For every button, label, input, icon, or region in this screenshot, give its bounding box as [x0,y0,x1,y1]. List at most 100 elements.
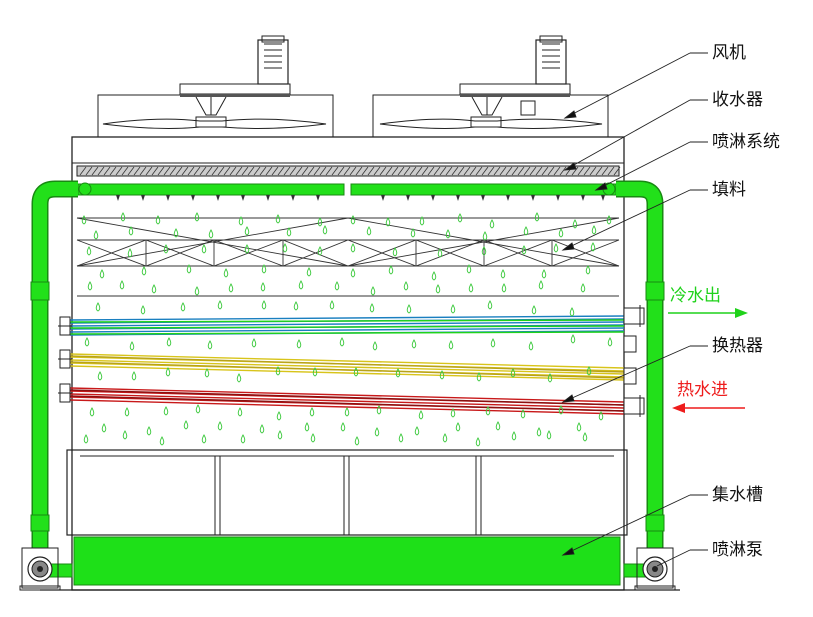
water-drop [204,368,210,378]
water-drop [304,422,310,432]
water-drop [166,337,172,347]
water-drop [590,242,596,252]
water-drop [414,426,420,436]
water-drop [296,339,302,349]
water-drop [521,245,527,255]
water-drop [354,436,360,446]
water-drop [97,371,103,381]
water-drop [457,213,463,223]
heat-exchanger-coils [69,315,625,415]
water-drop [466,264,472,274]
label-hot-water-in: 热水进 [677,380,728,400]
water-drop [309,407,315,417]
drift-eliminator [76,165,620,177]
spray-pump-left [19,547,61,591]
water-drop [240,434,246,444]
spray-pipe-left [30,180,78,578]
water-drop [95,302,101,312]
water-drop [237,407,243,417]
water-drop [418,410,424,420]
water-drop [261,264,267,274]
water-drop [406,304,412,314]
water-drop [276,411,282,421]
water-drop [582,432,588,442]
water-drop [259,424,265,434]
water-drop [260,282,266,292]
water-drop [155,215,161,225]
water-drop [306,267,312,277]
water-drop [317,246,323,256]
water-drop [450,408,456,418]
water-drop [586,366,592,376]
water-drop [439,370,445,380]
water-drop [275,366,281,376]
water-drop [86,246,92,256]
hot-in-arrow [672,403,745,413]
water-drop [558,405,564,415]
basin-frame [66,449,628,536]
water-drop [141,266,147,276]
water-drop [511,431,517,441]
leader-lines [561,52,708,567]
water-drop [298,280,304,290]
water-drop [127,248,133,258]
water-drop [122,430,128,440]
water-drop [523,226,529,236]
water-drop [411,339,417,349]
water-drop [124,407,130,417]
water-drop [275,214,281,224]
water-drop [329,300,335,310]
water-drop [445,229,451,239]
water-drop [350,215,356,225]
label-cold-water-out: 冷水出 [670,286,721,306]
water-drop [163,244,169,254]
water-drop [369,303,375,313]
water-drop [558,228,564,238]
water-drop [310,433,316,443]
water-drop [487,300,493,310]
label-water-tank: 集水槽 [712,485,763,505]
water-drop [344,407,350,417]
water-drop [244,226,250,236]
water-drop [541,269,547,279]
water-drop [93,230,99,240]
water-drop [547,373,553,383]
fan-assembly-right [372,35,609,138]
water-tank [73,536,621,586]
water-drop [180,302,186,312]
water-drop [339,337,345,347]
water-drop [607,337,613,347]
water-drop [244,244,250,254]
water-drop [207,340,213,350]
water-drop [569,307,575,317]
water-drop [510,368,516,378]
water-drop [481,246,487,256]
water-drop [419,216,425,226]
water-drop [261,300,267,310]
water-drop [353,367,359,377]
water-drop [585,265,591,275]
water-drop [598,411,604,421]
water-drops [81,212,613,447]
water-drop [119,280,125,290]
water-drop [531,305,537,315]
water-drop [165,367,171,377]
water-drop [201,244,207,254]
water-drop [431,271,437,281]
spray-header-right [350,183,617,196]
water-drop [173,228,179,238]
water-drop [251,338,257,348]
water-drop [129,341,135,351]
label-spray-pump: 喷淋泵 [712,540,763,560]
water-drop [591,225,597,235]
right-flanges [623,305,645,417]
water-drop [217,300,223,310]
water-drop [538,280,544,290]
water-drop [485,406,491,416]
water-drop [208,229,214,239]
water-drop [536,427,542,437]
water-drop [546,430,552,440]
water-drop [186,264,192,274]
label-collector: 收水器 [712,90,763,110]
